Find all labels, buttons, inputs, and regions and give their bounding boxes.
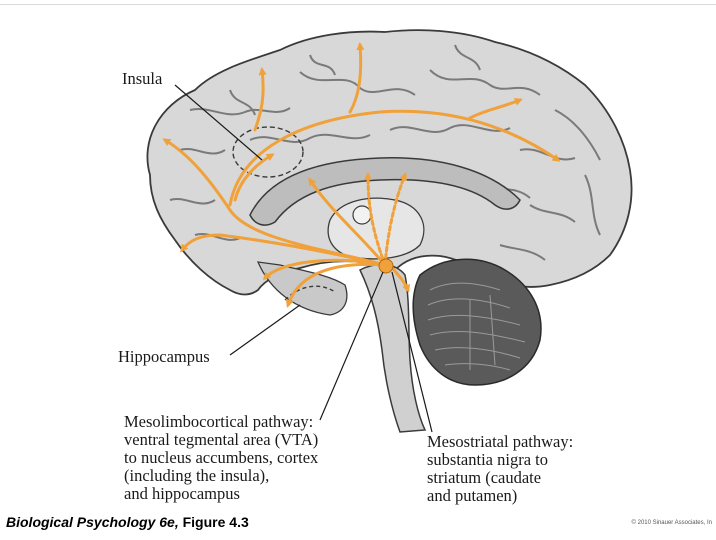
- copyright-credit: © 2010 Sinauer Associates, In: [632, 520, 712, 526]
- caption-title: Biological Psychology 6e,: [6, 514, 179, 530]
- mesostriatal-line-3: striatum (caudate: [427, 469, 541, 486]
- figure-caption: Biological Psychology 6e, Figure 4.3: [6, 514, 249, 530]
- mesolimbocortical-line-1: Mesolimbocortical pathway:: [124, 413, 313, 430]
- insula-label: Insula: [122, 70, 162, 87]
- mesolimbocortical-line-2: ventral tegmental area (VTA): [124, 431, 318, 448]
- mesostriatal-line-1: Mesostriatal pathway:: [427, 433, 573, 450]
- mesolimbocortical-line-3: to nucleus accumbens, cortex: [124, 449, 318, 466]
- temporal-lobe: [258, 262, 347, 315]
- vta-nucleus: [379, 259, 393, 273]
- third-ventricle: [353, 206, 371, 224]
- hippocampus-leader: [230, 305, 300, 355]
- mesolimbocortical-line-4: (including the insula),: [124, 467, 269, 484]
- caption-figure: Figure 4.3: [179, 514, 249, 530]
- mesolimbocortical-line-5: and hippocampus: [124, 485, 240, 502]
- hippocampus-label: Hippocampus: [118, 348, 210, 365]
- mesostriatal-line-4: and putamen): [427, 487, 517, 504]
- thalamus: [328, 198, 424, 259]
- mesostriatal-line-2: substantia nigra to: [427, 451, 548, 468]
